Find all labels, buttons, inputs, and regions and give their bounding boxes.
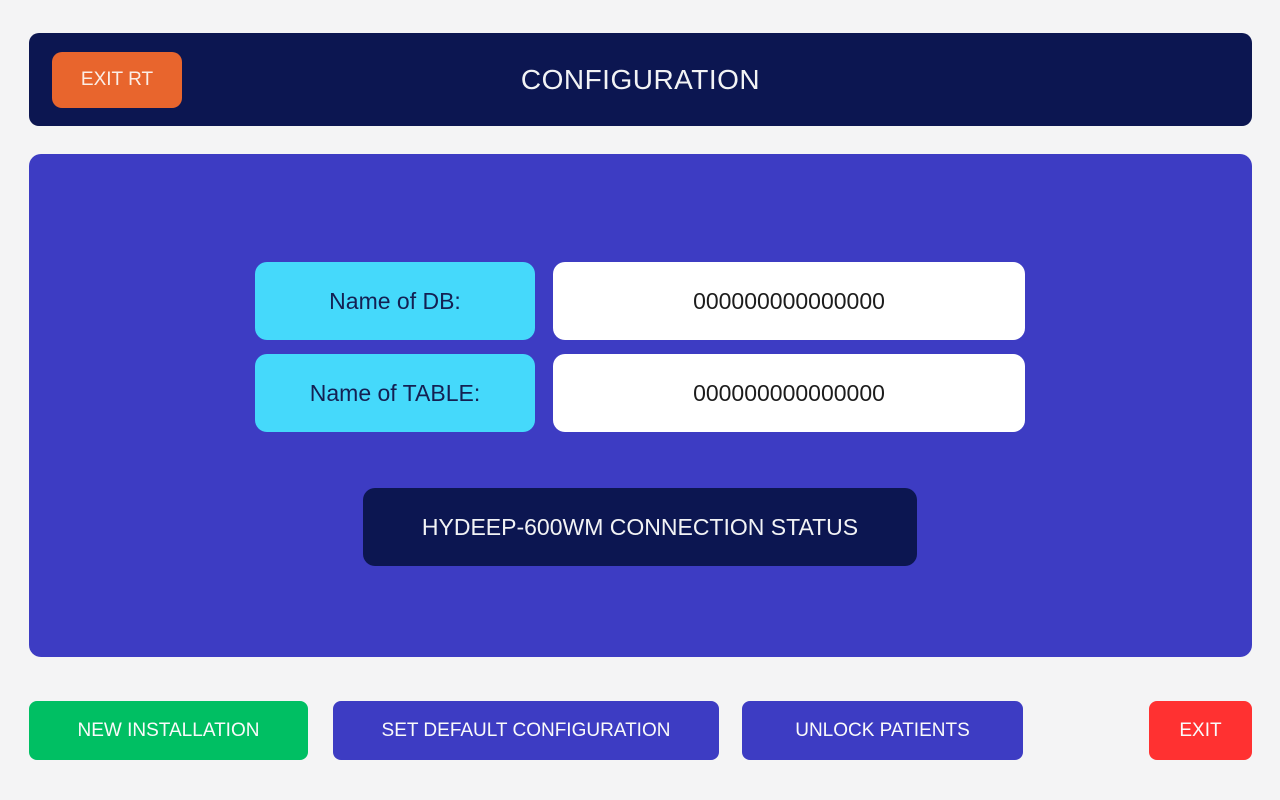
unlock-patients-button[interactable]: UNLOCK PATIENTS xyxy=(742,701,1023,760)
new-installation-button[interactable]: NEW INSTALLATION xyxy=(29,701,308,760)
table-name-input[interactable] xyxy=(553,354,1025,432)
table-field-row: Name of TABLE: xyxy=(29,354,1252,432)
set-default-configuration-button[interactable]: SET DEFAULT CONFIGURATION xyxy=(333,701,719,760)
connection-status-button[interactable]: HYDEEP-600WM CONNECTION STATUS xyxy=(363,488,917,566)
configuration-panel: Name of DB: Name of TABLE: HYDEEP-600WM … xyxy=(29,154,1252,657)
header-bar: EXIT RT CONFIGURATION xyxy=(29,33,1252,126)
page-title: CONFIGURATION xyxy=(520,63,761,95)
exit-button[interactable]: EXIT xyxy=(1149,701,1252,760)
db-name-input[interactable] xyxy=(553,262,1025,340)
db-name-label: Name of DB: xyxy=(255,262,535,340)
db-field-row: Name of DB: xyxy=(29,262,1252,340)
table-name-label: Name of TABLE: xyxy=(255,354,535,432)
exit-rt-button[interactable]: EXIT RT xyxy=(52,52,182,108)
